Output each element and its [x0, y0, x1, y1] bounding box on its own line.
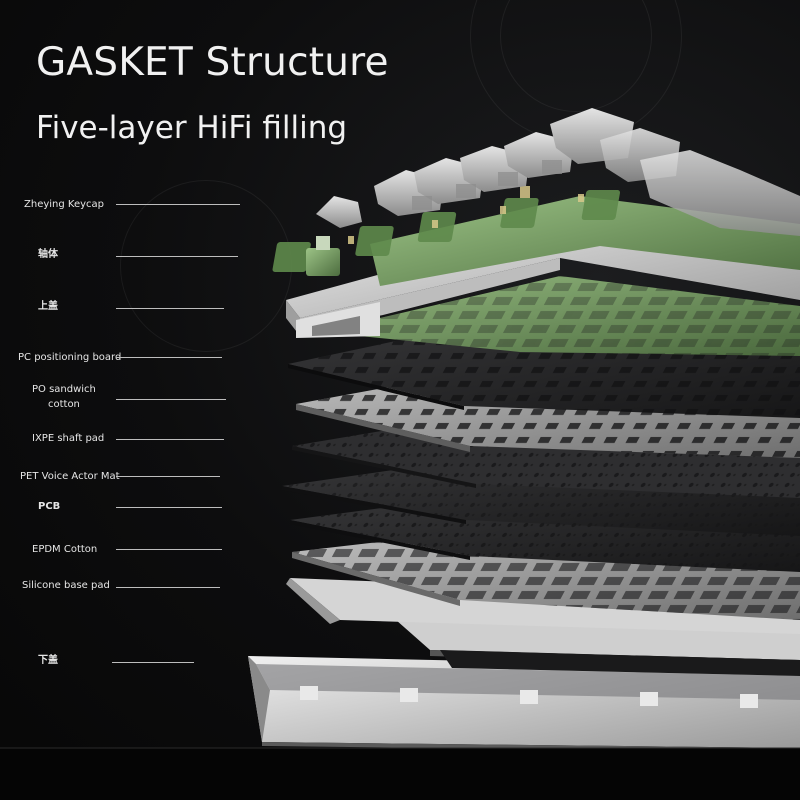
leader-line: [116, 357, 222, 358]
bottom-case-layer: [248, 656, 800, 752]
keycap-row: [316, 108, 800, 236]
layer-label-keycap: Zheying Keycap: [24, 199, 105, 210]
leader-line: [116, 549, 222, 550]
layer-label-po-cotton-text: PO sandwich cotton: [32, 384, 96, 410]
leader-line: [116, 256, 238, 257]
layer-label-bottom-case: 下盖: [38, 655, 58, 666]
leader-line: [112, 662, 194, 663]
layer-label-pcb: PCB: [38, 501, 61, 512]
leader-line: [116, 507, 222, 508]
switch-band-upper: [272, 186, 800, 286]
leader-line: [116, 308, 224, 309]
layer-label-ixpe-pad: IXPE shaft pad: [32, 433, 105, 444]
leader-line: [116, 439, 224, 440]
page-subtitle: Five-layer HiFi filling: [36, 110, 348, 146]
layer-label-pet-mat: PET Voice Actor Mat: [20, 471, 120, 482]
layer-label-pc-board: PC positioning board: [18, 352, 122, 363]
switch-band-lower: [320, 276, 800, 356]
page-title: GASKET Structure: [36, 40, 389, 85]
layer-label-silicone: Silicone base pad: [22, 580, 110, 591]
layer-label-switch: 轴体: [38, 249, 58, 260]
leader-line: [116, 476, 220, 477]
layer-label-top-case: 上盖: [38, 301, 58, 312]
layer-label-po-cotton: PO sandwich cotton: [32, 382, 96, 412]
layer-label-epdm: EPDM Cotton: [32, 544, 98, 555]
leader-line: [116, 204, 240, 205]
leader-line: [116, 587, 220, 588]
leader-line: [116, 399, 226, 400]
